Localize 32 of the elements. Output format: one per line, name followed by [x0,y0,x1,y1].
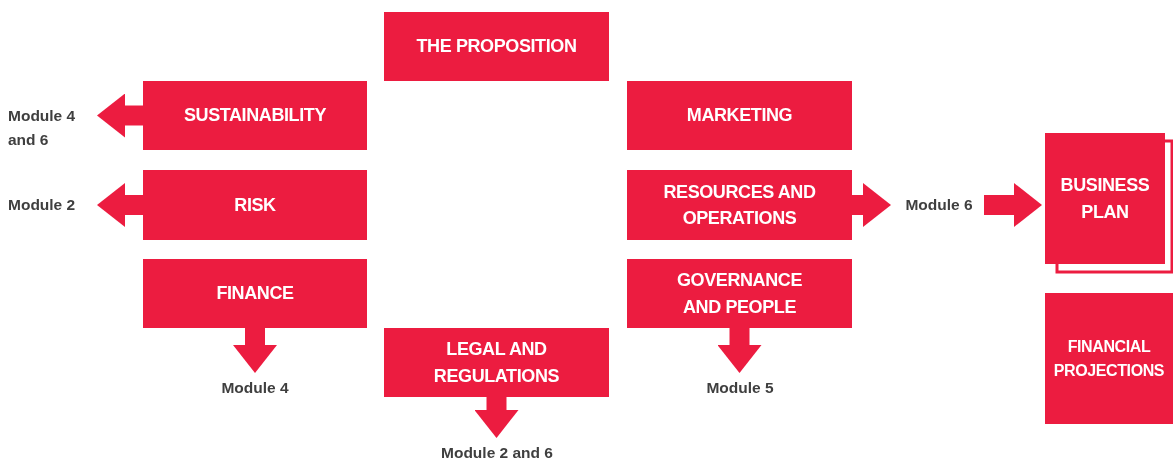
topic-box [384,12,609,81]
box-title: FINANCIAL PROJECTIONS [1052,337,1166,381]
box-title: GOVERNANCE AND PEOPLE [676,269,803,319]
module-label: Module 6 [894,193,984,217]
block-arrow [984,183,1042,227]
box-title: RISK [234,193,276,217]
topic-box [627,170,852,240]
block-arrow [97,183,143,227]
topic-box [627,81,852,150]
module-label: Module 4 [205,376,305,400]
module-label: Module 2 and 6 [422,441,572,464]
box-title: LEGAL AND REGULATIONS [432,338,561,388]
box-title: BUSINESS PLAN [1059,174,1151,224]
block-arrow [474,397,519,438]
module-label: Module 2 [8,193,94,217]
box-title: RESOURCES AND OPERATIONS [662,180,817,230]
box-title: THE PROPOSITION [416,35,577,59]
module-label: Module 4 and 6 [8,104,94,152]
box-title: SUSTAINABILITY [183,104,327,128]
block-arrow [852,183,891,227]
topic-box [143,259,367,328]
box-title: FINANCE [216,282,294,306]
topic-box [1045,293,1173,424]
module-label: Module 5 [690,376,790,400]
block-arrow [233,328,277,373]
topic-box [627,259,852,328]
topic-box [1045,133,1165,264]
block-arrow [97,93,143,138]
box-title: MARKETING [686,104,793,128]
topic-box [143,81,367,150]
topic-box [143,170,367,240]
topic-box [384,328,609,397]
